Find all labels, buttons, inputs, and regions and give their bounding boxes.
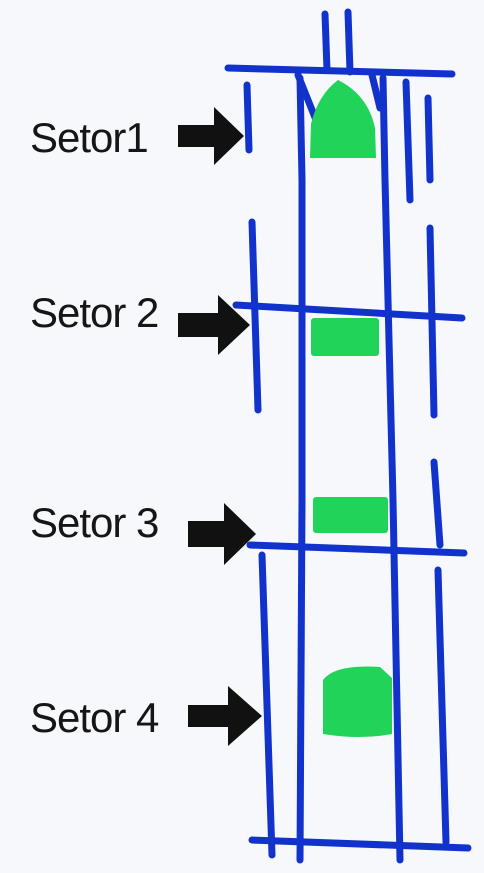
column-right-wall: [379, 74, 404, 864]
sector-4-label: Setor 4: [30, 694, 159, 741]
top-diagonal-right: [368, 71, 384, 112]
frame-lines: [224, 8, 472, 864]
left-frame-top: [243, 81, 253, 154]
bottom-horizontal-line: [248, 836, 472, 852]
arrow-sector-4: [188, 686, 262, 746]
sector-1-label: Setor1: [30, 114, 149, 161]
sector-2-label: Setor 2: [30, 289, 159, 336]
right-frame-bottom: [434, 566, 450, 846]
top-stub-right: [344, 8, 354, 76]
sector-3-label: Setor 3: [30, 499, 159, 546]
left-frame-bottom: [258, 551, 276, 859]
top-horizontal-line: [224, 64, 456, 78]
arrow-sector-3: [188, 503, 256, 565]
arrow-sector-2: [178, 295, 250, 355]
band-sector-1: [310, 80, 376, 158]
band-sector-2: [311, 318, 379, 356]
green-bands: [310, 80, 392, 737]
arrow-sector-1: [178, 107, 244, 165]
band-sector-3: [313, 497, 388, 533]
top-stub-left: [321, 10, 331, 74]
right-frame-lower: [430, 458, 444, 549]
left-frame-middle: [248, 218, 262, 414]
right-frame-top-inner: [424, 94, 434, 184]
column-left-wall: [296, 74, 306, 864]
horizontal-line-2: [232, 301, 466, 322]
horizontal-line-3: [246, 541, 468, 557]
right-frame-top: [402, 78, 414, 204]
arrows: [178, 107, 262, 746]
right-frame-middle: [426, 224, 438, 419]
band-sector-4: [323, 666, 392, 737]
